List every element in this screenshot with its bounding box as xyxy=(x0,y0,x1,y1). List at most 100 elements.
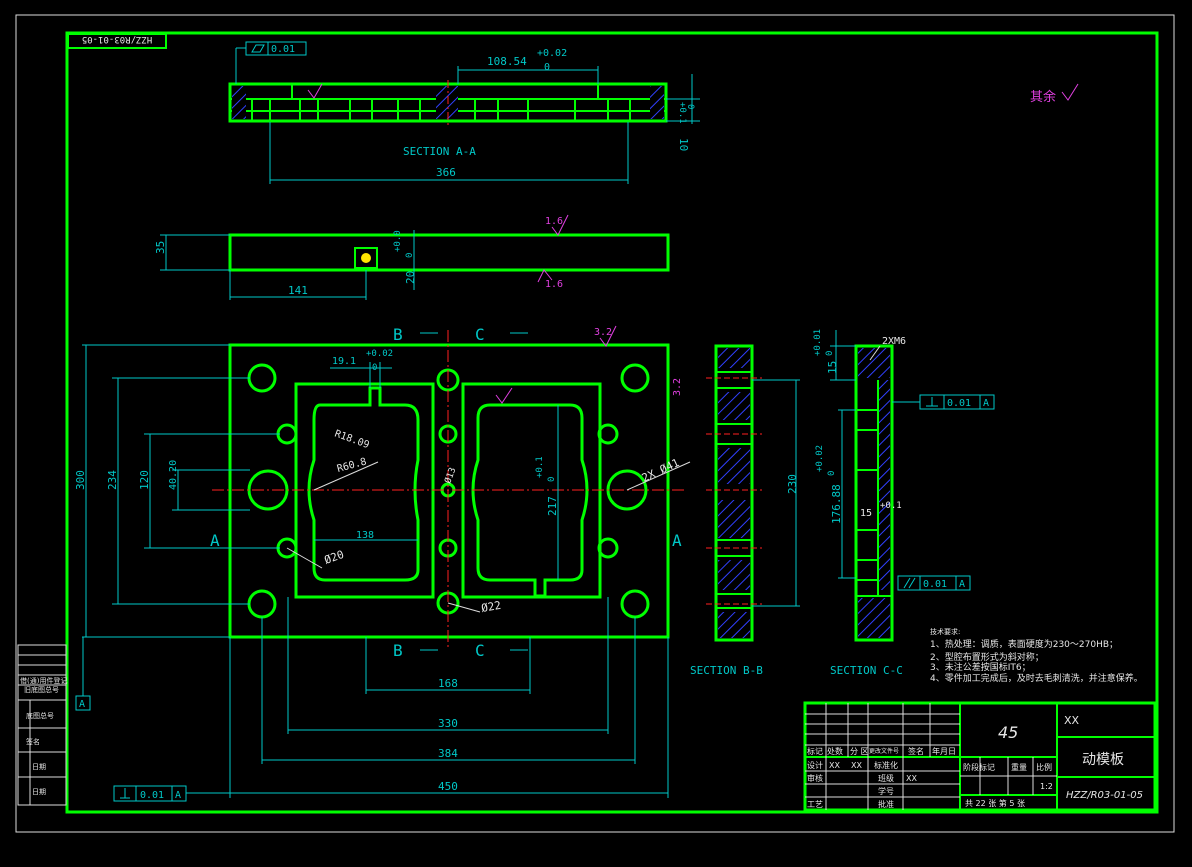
plan-dim-300: 300 xyxy=(74,470,87,490)
side-dim-20-low: 0 xyxy=(405,253,415,258)
tech-notes: 技术要求: 1、热处理：调质，表面硬度为230～270HB； 2、型腔布置形式为… xyxy=(930,627,1143,684)
plan-dim-19: 19.1 xyxy=(332,356,356,367)
tb-sheets: 共 22 张 第 5 张 xyxy=(965,798,1025,808)
aa-dim-108: 108.54 xyxy=(487,55,527,68)
tech-note-2: 2、型腔布置形式为斜对称； xyxy=(930,651,1044,663)
plan-perp-datum: A xyxy=(175,790,181,801)
aa-dim-10-up: +0.1 xyxy=(677,102,687,124)
tb-designer: XX xyxy=(829,761,840,770)
left-strip-item-3: 签名 xyxy=(26,737,40,746)
cc-dim-01: +0.1 xyxy=(880,501,902,511)
cc-section-label: SECTION C-C xyxy=(830,664,903,677)
aa-dim-108-up: +0.02 xyxy=(537,48,567,59)
tb-hdr-2: 分 区 xyxy=(850,747,869,756)
side-dim-141: 141 xyxy=(288,284,308,297)
inner-frame xyxy=(65,31,1159,814)
cc-thread: 2XM6 xyxy=(882,336,906,347)
title-block: 标记 处数 分 区 更改文件号 签名 年月日 设计 XX XX 标准化 审核 班… xyxy=(803,701,1157,812)
bb-dim-230: 230 xyxy=(786,474,799,494)
tb-id-label: 学号 xyxy=(878,786,894,796)
side-view: 35 141 20 +0.0 0 1.6 1.6 xyxy=(154,214,670,300)
aa-dim-366: 366 xyxy=(436,166,456,179)
cc-dim-176-up: +0.02 xyxy=(815,445,825,472)
cc-perp-tol: 0.01 xyxy=(947,398,971,409)
left-strip-item-4: 日期 xyxy=(32,763,46,771)
side-dim-35: 35 xyxy=(154,241,167,254)
tb-stage-label: 阶段标记 xyxy=(963,762,995,772)
cc-dim-15: 15 xyxy=(826,361,839,374)
plan-rough-32-side: 3.2 xyxy=(672,378,683,396)
cc-dim-176: 176.88 xyxy=(830,484,843,524)
cc-dim-176-low: 0 xyxy=(827,471,837,476)
plan-dim-4020: 40.20 xyxy=(168,460,179,490)
aa-dim-10: 10 xyxy=(677,138,690,151)
note-top-right: 其余 xyxy=(1030,89,1056,105)
bb-section-label: SECTION B-B xyxy=(690,664,763,677)
tb-weight-label: 重量 xyxy=(1011,762,1027,772)
aa-flatness: 0.01 xyxy=(271,44,295,55)
left-strip-item-1: 旧底图总号 xyxy=(24,685,59,694)
tech-note-4: 4、零件加工完成后，及时去毛刺清洗，并注意保养。 xyxy=(930,672,1143,684)
cc-par-tol: 0.01 xyxy=(923,579,947,590)
tech-note-3: 3、未注公差按国标IT6； xyxy=(930,661,1031,673)
tb-part-name: 动模板 xyxy=(1082,752,1124,768)
aa-dim-10-low: 0 xyxy=(685,104,695,109)
side-dim-20-up: +0.0 xyxy=(393,230,403,252)
plan-cut-c-top: C xyxy=(475,325,485,344)
plan-dim-450: 450 xyxy=(438,780,458,793)
cc-dim-15-low: 0 xyxy=(825,351,835,356)
tb-drawing-no: HZZ/R03-01-05 xyxy=(1066,790,1143,801)
side-dim-20: 20 xyxy=(404,271,417,284)
plan-cut-a-left: A xyxy=(210,531,220,550)
aa-dim-108-low: 0 xyxy=(544,62,550,73)
plan-dim-217: 217 xyxy=(546,496,559,516)
plan-dim-217-low: 0 xyxy=(547,477,557,482)
side-rough-top: 1.6 xyxy=(545,216,563,227)
plan-r60: R60.8 xyxy=(336,456,368,474)
plan-phi-13: Ø13 xyxy=(442,466,458,485)
tb-class-label: 班级 xyxy=(878,773,894,783)
tech-note-1: 1、热处理：调质，表面硬度为230～270HB； xyxy=(930,638,1118,650)
tb-scale: 1:2 xyxy=(1040,782,1053,791)
tb-material: 45 xyxy=(998,723,1018,742)
plan-phi-22: Ø22 xyxy=(480,599,502,615)
plan-rough-32: 3.2 xyxy=(594,327,612,338)
tb-approve-label: 批准 xyxy=(878,799,894,809)
plan-cut-b-top: B xyxy=(393,325,403,344)
tb-std-label: 标准化 xyxy=(874,760,898,770)
tb-class-value: XX xyxy=(906,774,917,783)
tb-hdr-3: 更改文件号 xyxy=(869,747,899,755)
cc-dim-15b: 15 xyxy=(860,508,872,519)
tb-hdr-5: 年月日 xyxy=(932,746,956,756)
cc-par-datum: A xyxy=(959,579,965,590)
plan-perp-tol: 0.01 xyxy=(140,790,164,801)
left-strip: 借(通)用件登记 旧底图总号 底图总号 签名 日期 日期 xyxy=(17,644,67,806)
aa-section-label: SECTION A-A xyxy=(403,145,476,158)
plan-cut-b-bot: B xyxy=(393,641,403,660)
plan-phi-20: Ø20 xyxy=(323,548,346,567)
section-bb: 230 SECTION B-B xyxy=(690,344,800,677)
plan-dim-384: 384 xyxy=(438,747,458,760)
tb-process-label: 工艺 xyxy=(807,800,823,809)
left-strip-item-2: 底图总号 xyxy=(26,711,54,720)
title-stamp-text: HZZ/R03-01-05 xyxy=(82,34,152,44)
plan-dim-120: 120 xyxy=(138,470,151,490)
side-rough-bottom: 1.6 xyxy=(545,279,563,290)
plan-dim-217-up: +0.1 xyxy=(535,456,545,478)
plan-phi-41: 2X Ø41 xyxy=(640,456,682,485)
plan-view: B C B C A A 3.2 3.2 19.1 +0.02 0 R18.09 … xyxy=(74,325,691,802)
tb-company: XX xyxy=(1064,714,1080,727)
plan-datum-a: A xyxy=(79,699,85,710)
tb-designer-2: XX xyxy=(851,761,862,770)
outer-border xyxy=(15,14,1175,833)
tb-scale-label: 比例 xyxy=(1036,762,1052,772)
left-strip-item-5: 日期 xyxy=(32,788,46,796)
tb-reviewer-label: 审核 xyxy=(807,773,823,783)
plan-dim-168: 168 xyxy=(438,677,458,690)
cc-dim-15-up: +0.01 xyxy=(813,329,823,356)
tech-notes-heading: 技术要求: xyxy=(930,627,960,636)
plan-dim-330: 330 xyxy=(438,717,458,730)
left-strip-item-0: 借(通)用件登记 xyxy=(20,676,67,685)
plan-cut-a-right: A xyxy=(672,531,682,550)
